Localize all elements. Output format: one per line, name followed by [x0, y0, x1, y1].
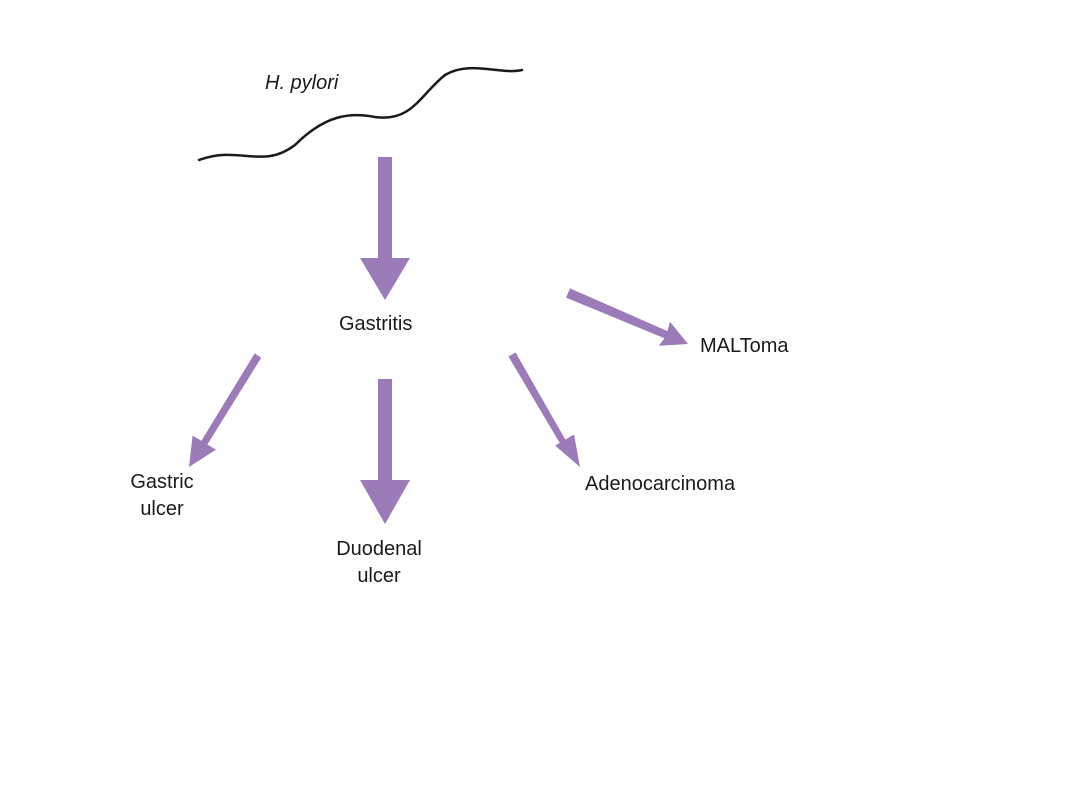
gastric-ulcer-line-2: ulcer: [140, 498, 184, 520]
arrow-gastritis-to-adenocarcinoma: [508, 352, 580, 467]
arrow-gastritis-to-duodenal-ulcer: [360, 379, 410, 524]
arrow-gastritis-to-maltoma: [566, 288, 688, 346]
duodenal-ulcer-line-1: Duodenal: [336, 538, 422, 560]
gastric-ulcer-label: Gastric ulcer: [112, 469, 212, 523]
h-pylori-squiggle: [197, 66, 524, 162]
h-pylori-label: H. pylori: [265, 72, 339, 94]
gastric-ulcer-line-1: Gastric: [130, 471, 194, 493]
arrow-gastritis-to-gastric-ulcer: [189, 353, 262, 467]
maltoma-label: MALToma: [700, 335, 789, 357]
gastritis-label: Gastritis: [339, 313, 413, 335]
adenocarcinoma-label: Adenocarcinoma: [585, 473, 736, 495]
duodenal-ulcer-label: Duodenal ulcer: [319, 536, 439, 590]
duodenal-ulcer-line-2: ulcer: [357, 565, 401, 587]
arrow-pylori-to-gastritis: [360, 157, 410, 300]
